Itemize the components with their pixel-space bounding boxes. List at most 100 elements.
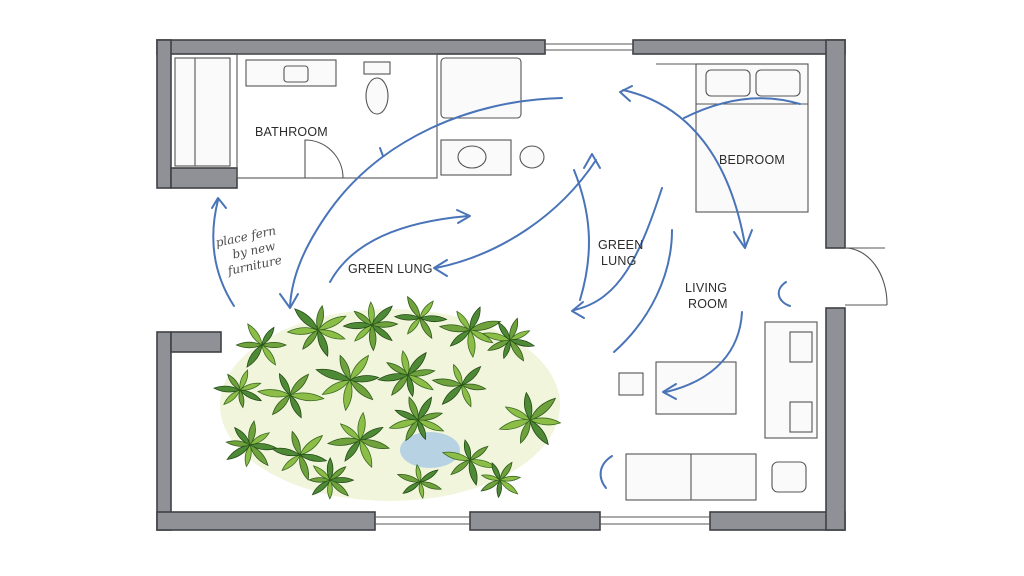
water-feature — [400, 432, 460, 468]
plant-leaf — [391, 374, 409, 396]
exterior-walls — [156, 39, 888, 531]
bathroom-outline — [236, 53, 438, 179]
flow-arrow-bedroom-down — [622, 89, 746, 246]
plant-leaf — [349, 379, 374, 401]
plant-leaf — [239, 389, 263, 402]
plant-leaf — [419, 469, 439, 483]
plant-leaf — [469, 445, 489, 461]
plant-leaf — [468, 459, 478, 486]
flow-arrow-curve-left — [329, 215, 469, 283]
bathroom-zone: BATHROOM — [174, 53, 545, 179]
plant-leaf — [248, 420, 256, 446]
plant-leaf — [238, 389, 245, 409]
side-chair — [618, 372, 644, 396]
green-lung-label-2-line1: GREEN — [598, 238, 643, 252]
plant-leaf — [349, 354, 370, 381]
plant-leaf — [289, 392, 325, 402]
plant-leaf — [359, 439, 390, 449]
plant-leaf — [281, 454, 301, 472]
flow-arrow-head-8 — [662, 383, 677, 400]
flow-arrow-head-2 — [433, 259, 448, 277]
plant-leaf — [371, 321, 399, 328]
plant-leaf — [371, 324, 393, 342]
plant-leaf — [271, 394, 291, 416]
plant-leaf — [497, 321, 511, 341]
pillow-left — [705, 69, 751, 97]
pillow-right — [755, 69, 801, 97]
plant-leaf — [291, 430, 301, 456]
side-table — [771, 461, 807, 493]
sink-basin — [457, 145, 487, 169]
bottom-wall-right — [709, 511, 846, 531]
plant-leaf — [368, 324, 377, 352]
plant-leaf — [289, 394, 302, 419]
flow-arrow-head-7 — [619, 85, 633, 102]
plant-leaf — [244, 444, 252, 468]
plant-leaf — [402, 481, 421, 494]
plant-leaf — [312, 465, 331, 481]
bathroom-door-swing — [304, 139, 344, 179]
plant-leaf — [386, 362, 409, 376]
plant-leaf — [419, 315, 448, 323]
bottom-wall-mid — [469, 511, 601, 531]
plant-leaf — [408, 396, 419, 421]
plant-leaf — [316, 304, 324, 331]
plant-leaf — [327, 479, 333, 500]
floor-sink — [519, 145, 545, 169]
flow-arrow-up — [573, 169, 590, 301]
left-wall-lower — [156, 331, 172, 531]
plant-leaf — [529, 417, 562, 426]
flow-arrow-living-curve — [665, 311, 743, 393]
flow-arrow-living-to-plants — [573, 187, 663, 311]
flow-arrow-bedroom-loop — [683, 97, 801, 119]
plant-leaf — [487, 339, 511, 351]
plant-leaf — [396, 473, 421, 483]
flow-arrow-head-5 — [571, 301, 585, 319]
plant-leaf — [317, 329, 329, 358]
plant-leaf — [213, 385, 241, 393]
note-arrow — [212, 199, 235, 307]
plant-leaf — [239, 382, 262, 391]
plant-leaf — [393, 314, 421, 321]
plant-leaf — [371, 305, 393, 326]
plant-leaf — [461, 384, 472, 408]
plant-leaf — [496, 479, 502, 499]
plant-leaf — [406, 374, 414, 398]
plant-leaf — [239, 369, 249, 391]
plant-leaf — [235, 341, 263, 349]
left-wall-return — [170, 331, 222, 353]
sofa-right-cushion-1 — [789, 331, 813, 363]
plant-leaf — [419, 317, 433, 340]
plant-leaf — [407, 369, 436, 377]
plant-leaf — [520, 419, 531, 444]
plant-leaf — [491, 462, 501, 481]
plant-leaf — [509, 339, 525, 362]
plant-leaf — [279, 372, 291, 396]
right-wall-lower — [825, 307, 846, 531]
plant-leaf — [311, 479, 331, 496]
green-lung-planting — [213, 295, 562, 501]
plant-leaf — [463, 439, 472, 461]
plant-leaf — [339, 423, 361, 441]
green-lung-label-2-line2: LUNG — [601, 254, 637, 268]
plant-leaf — [441, 384, 463, 405]
plant-leaf — [357, 411, 366, 441]
plant-leaf — [456, 310, 471, 331]
plant-leaf — [227, 373, 241, 391]
plant-leaf — [326, 437, 361, 446]
plant-leaf — [480, 479, 501, 492]
air-flow-arrows — [211, 85, 801, 489]
living-label-line1: LIVING — [685, 281, 727, 295]
bathroom-bottom-wall-left — [170, 167, 238, 189]
plant-leaf — [418, 481, 425, 500]
flow-arrow-bottom-loop — [599, 455, 613, 489]
plant-leaf — [329, 479, 349, 497]
plant-leaf — [321, 379, 351, 395]
plant-leaf — [246, 344, 263, 368]
flow-arrow-small-loop — [777, 281, 791, 307]
plant-leaf — [234, 426, 251, 446]
plant-leaf — [529, 419, 549, 446]
plant-leaf — [407, 295, 421, 319]
plant-leaf — [317, 329, 346, 340]
plant-leaf — [498, 419, 531, 430]
